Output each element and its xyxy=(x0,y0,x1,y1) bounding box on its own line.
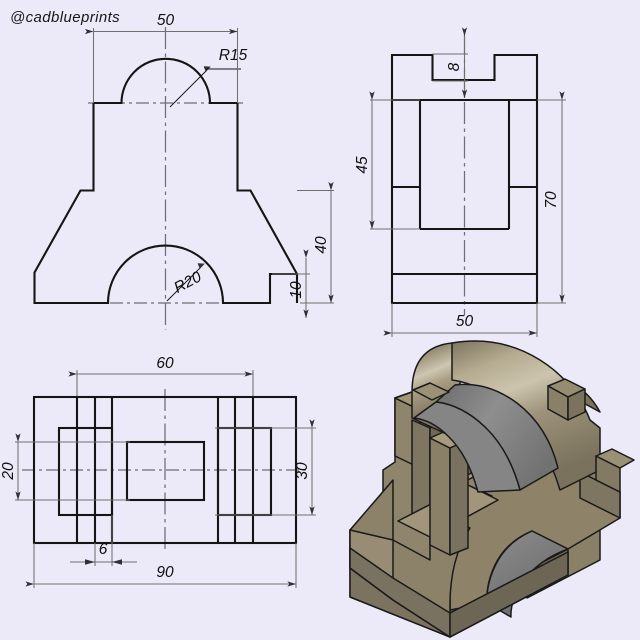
top-view-center-pocket xyxy=(125,440,206,502)
iso-base-step-right xyxy=(449,551,569,638)
front-r20-leader xyxy=(166,267,201,302)
dim-r15: R15 xyxy=(219,47,248,64)
dim-top-height-20: 20 xyxy=(0,462,17,481)
top-dim6-arrow-right xyxy=(112,559,122,565)
iso-groove-floor xyxy=(413,401,521,493)
dim-front-width-50: 50 xyxy=(157,12,175,29)
side-view: 8 45 70 50 xyxy=(354,27,566,337)
top-dim6-arrow-left xyxy=(85,559,95,565)
dim-side-width-50: 50 xyxy=(456,313,474,330)
front-r15-leader xyxy=(169,70,207,108)
top-view: 60 90 6 20 30 xyxy=(0,355,316,588)
dim-top-width-90: 90 xyxy=(156,564,174,581)
front-view-top-profile xyxy=(93,57,238,105)
front-r20-arrowhead xyxy=(197,263,205,269)
dim-side-height-45: 45 xyxy=(354,156,371,174)
isometric-view xyxy=(349,340,635,638)
dim-front-height-40: 40 xyxy=(313,236,330,254)
dim-top-height-30: 30 xyxy=(294,462,311,480)
dim-side-slot-8: 8 xyxy=(446,62,463,71)
iso-inner-rib-front xyxy=(429,437,451,556)
dim-top-width-60: 60 xyxy=(156,355,174,372)
dim-side-height-70: 70 xyxy=(543,191,560,209)
front-view-outline xyxy=(33,103,299,305)
dim-front-height-10: 10 xyxy=(288,281,305,299)
front-view: R15 R20 50 40 10 xyxy=(33,12,334,330)
dim-top-rib-6: 6 xyxy=(99,541,108,558)
iso-left-tab-top xyxy=(412,382,450,401)
side-view-outline xyxy=(390,53,539,305)
iso-right-tab-right xyxy=(567,388,586,421)
watermark-text: @cadblueprints xyxy=(10,9,120,26)
iso-right-notch-top xyxy=(595,448,635,469)
top-view-left-pocket xyxy=(57,426,114,517)
top-view-outer-rect xyxy=(32,395,298,545)
